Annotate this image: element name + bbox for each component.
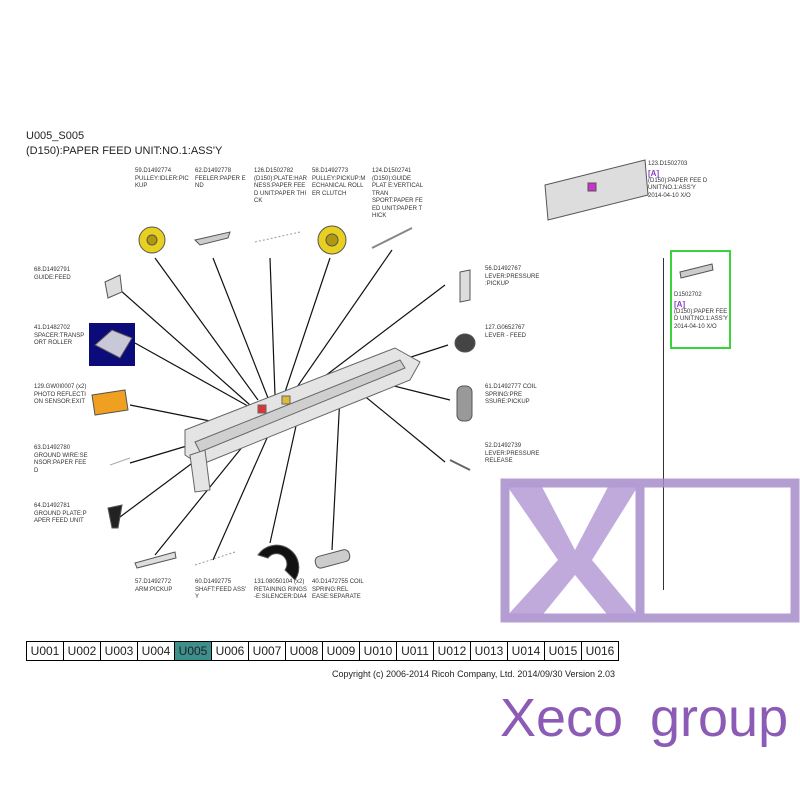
selected-assembly-label[interactable]: D1502702 [A] (D150):PAPER FEE D UNIT:NO.…	[674, 292, 728, 331]
part-label-61[interactable]: 61.D1492777 COIL SPRING:PRE SSURE:PICKUP	[485, 384, 537, 405]
main-assembly	[184, 347, 421, 493]
part-label-60[interactable]: 60.D1492775 SHAFT:FEED ASS' Y	[195, 579, 247, 600]
tab-u002[interactable]: U002	[64, 642, 101, 660]
copyright: Copyright (c) 2006-2014 Ricoh Company, L…	[332, 669, 616, 679]
selected-assembly[interactable]	[670, 250, 731, 349]
tab-u005[interactable]: U005	[175, 642, 212, 660]
tab-u015[interactable]: U015	[545, 642, 582, 660]
assembly-tag: [A]	[648, 168, 660, 178]
part-label-62[interactable]: 62.D1492778 FEELER:PAPER E ND	[195, 168, 246, 189]
part-label-131[interactable]: 131.08050104 (x2) RETAINING RINGS -E:SIL…	[254, 579, 307, 600]
tab-u004[interactable]: U004	[138, 642, 175, 660]
part-desc: (D150):PAPER FEE D UNIT:NO.1:ASS'Y 2014-…	[648, 177, 708, 199]
part-label-59[interactable]: 59.D1492774 PULLEY:IDLER:PIC KUP	[135, 168, 189, 189]
part-number: 123.D1502703	[648, 161, 688, 167]
tab-u012[interactable]: U012	[434, 642, 471, 660]
tab-u014[interactable]: U014	[508, 642, 545, 660]
part-thumbnails	[89, 159, 714, 581]
part-label-58[interactable]: 58.D1492773 PULLEY:PICKUP:M ECHANICAL RO…	[312, 168, 366, 197]
part-label-56[interactable]: 56.D1492767 LEVER:PRESSURE :PICKUP	[485, 266, 540, 287]
part-label-57[interactable]: 57.D1492772 ARM:PICKUP	[135, 579, 173, 593]
part-label-52[interactable]: 52.D1492739 LEVER:PRESSURE RELEASE	[485, 443, 540, 464]
tab-u007[interactable]: U007	[249, 642, 286, 660]
page-title: U005_S005	[26, 130, 85, 142]
part-desc: (D150):PAPER FEE D UNIT:NO.1:ASS'Y 2014-…	[674, 308, 728, 330]
tab-u008[interactable]: U008	[286, 642, 323, 660]
part-label-63[interactable]: 63.D1492780 GROUND WIRE:SE NSOR:PAPER FE…	[34, 445, 88, 474]
page-subtitle: (D150):PAPER FEED UNIT:NO.1:ASS'Y	[26, 145, 223, 157]
part-label-68[interactable]: 68.D1492791 GUIDE:FEED	[34, 267, 71, 281]
part-label-40[interactable]: 40.D1472755 COIL SPRING:REL EASE:SEPARAT…	[312, 579, 364, 600]
part-label-124[interactable]: 124.D1502741 (D150):GUIDE PLAT E:VERTICA…	[372, 168, 423, 219]
assembly-tag: [A]	[674, 299, 686, 309]
tab-u003[interactable]: U003	[101, 642, 138, 660]
part-label-123[interactable]: 123.D1502703 [A] (D150):PAPER FEE D UNIT…	[648, 161, 712, 200]
tab-u010[interactable]: U010	[360, 642, 397, 660]
divider	[663, 258, 664, 590]
tab-u016[interactable]: U016	[582, 642, 618, 660]
tab-u013[interactable]: U013	[471, 642, 508, 660]
tab-u009[interactable]: U009	[323, 642, 360, 660]
part-label-64[interactable]: 64.D1492781 GROUND PLATE:P APER FEED UNI…	[34, 503, 87, 524]
tab-u011[interactable]: U011	[397, 642, 434, 660]
part-label-129[interactable]: 129.GW0I0007 (x2) PHOTO REFLECTI ON SENS…	[34, 384, 87, 405]
tab-u001[interactable]: U001	[27, 642, 64, 660]
part-number: D1502702	[674, 292, 702, 298]
part-label-41[interactable]: 41.D1482702 SPACER:TRANSP ORT ROLLER	[34, 325, 85, 346]
tab-u006[interactable]: U006	[212, 642, 249, 660]
part-label-126[interactable]: 126.D1502782 (D150):PLATE:HAR NESS:PAPER…	[254, 168, 307, 204]
part-label-127[interactable]: 127.G0652767 LEVER - FEED	[485, 325, 527, 339]
